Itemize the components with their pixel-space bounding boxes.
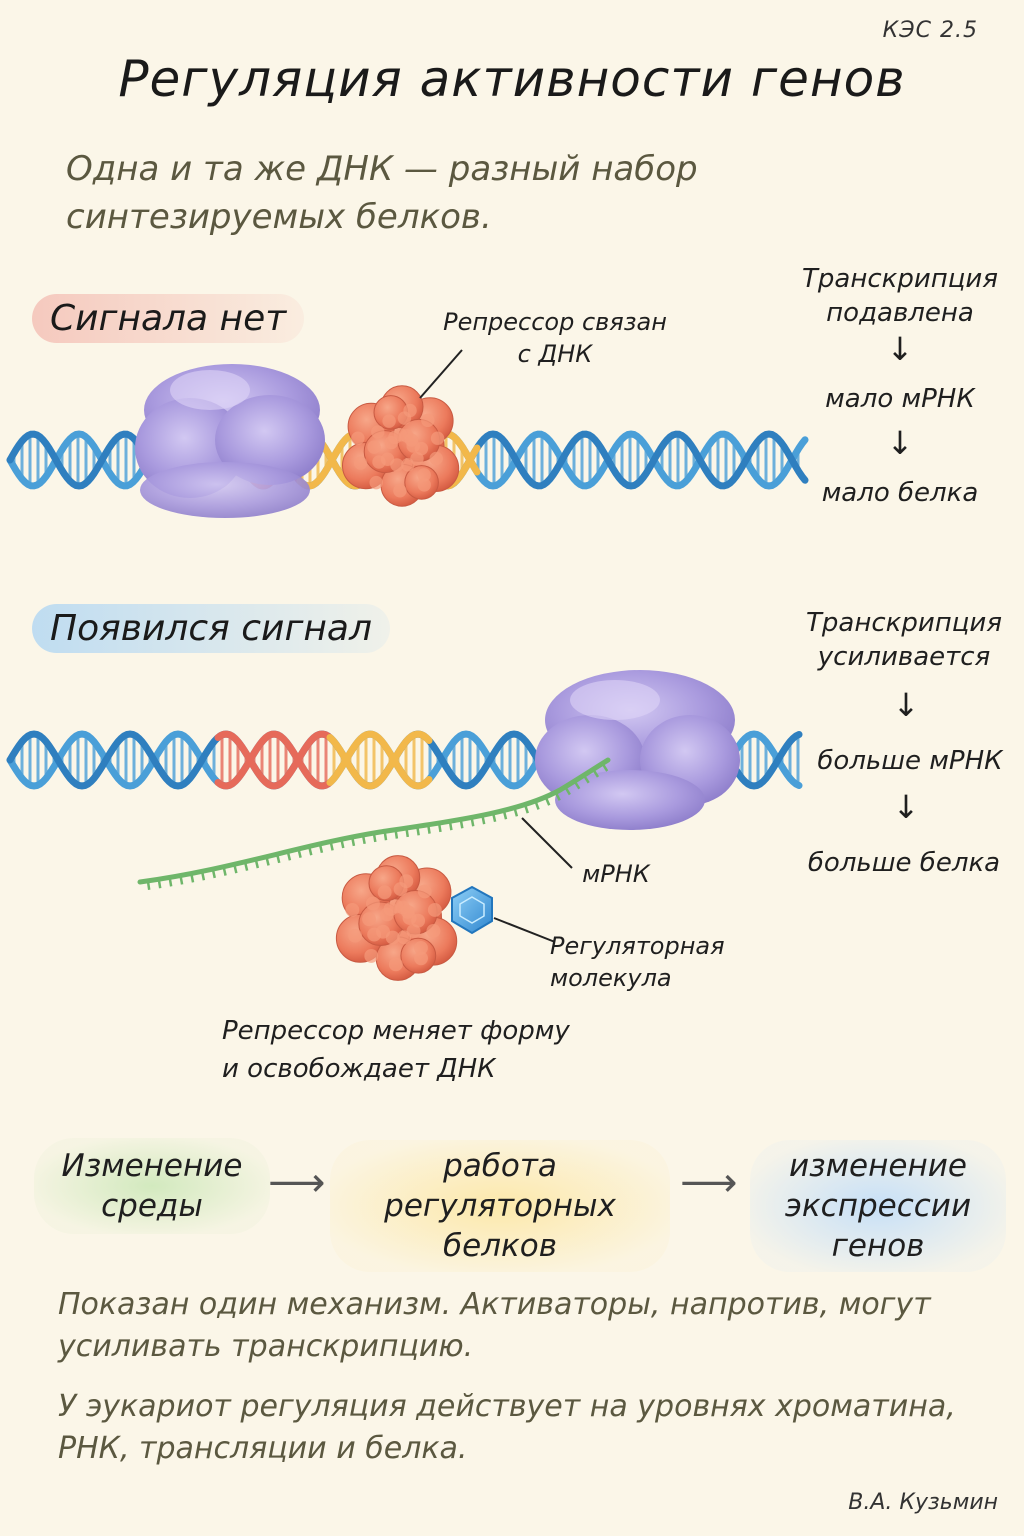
repressor-released [335, 855, 458, 981]
repressor-bound [342, 385, 460, 507]
page-title: Регуляция активности генов [118, 50, 906, 108]
right-arrow-icon: ⟶ [268, 1160, 326, 1206]
mrna-strand [137, 757, 611, 890]
no-signal-flow-step-1: Транскрипция подавлена [802, 264, 998, 328]
down-arrow-icon: ↓ [886, 330, 914, 368]
repressor-bound-note: Репрессор связан с ДНК [443, 308, 667, 368]
topic-code: КЭС 2.5 [882, 18, 978, 43]
right-arrow-icon: ⟶ [680, 1160, 738, 1206]
down-arrow-icon: ↓ [892, 788, 920, 826]
mrna-pointer [521, 817, 573, 869]
footer-note-2: У эукариот регуляция действует на уровня… [58, 1389, 956, 1466]
mrna-label: мРНК [582, 860, 650, 888]
author-signature: В.А. Кузьмин [848, 1490, 998, 1515]
regulatory-molecule-label: Регуляторная молекула [550, 932, 725, 992]
dna-region-strand [326, 730, 433, 790]
signal-flow-step-3: больше белка [807, 848, 1001, 878]
chain-step-regulatory-proteins: работа регуляторных белков [330, 1140, 670, 1272]
no-signal-flow-step-2: мало мРНК [825, 384, 975, 414]
repressor-note-pointer [419, 349, 463, 399]
rna-polymerase-transcribing [535, 670, 740, 830]
down-arrow-icon: ↓ [886, 424, 914, 462]
signal-flow-step-1: Транскрипция усиливается [806, 608, 1002, 672]
no-signal-label: Сигнала нет [32, 294, 305, 343]
rna-polymerase-blocked [135, 364, 325, 518]
repressor-released-note: Репрессор меняет форму и освобождает ДНК [222, 1016, 570, 1084]
regulatory-molecule-pointer [493, 917, 556, 943]
chain-step-environment: Изменение среды [34, 1138, 270, 1234]
dna-region-strand [214, 730, 333, 790]
chain-step-gene-expression: изменение экспрессии генов [750, 1140, 1006, 1272]
no-signal-flow-step-3: мало белка [821, 478, 979, 508]
down-arrow-icon: ↓ [892, 686, 920, 724]
subtitle: Одна и та же ДНК — разный набор синтезир… [66, 149, 698, 237]
signal-label: Появился сигнал [32, 604, 390, 653]
footer-note-1: Показан один механизм. Активаторы, напро… [58, 1287, 931, 1364]
regulatory-molecule [451, 885, 493, 935]
dna-region-strand [214, 730, 333, 790]
signal-flow-step-2: больше мРНК [817, 746, 1003, 776]
